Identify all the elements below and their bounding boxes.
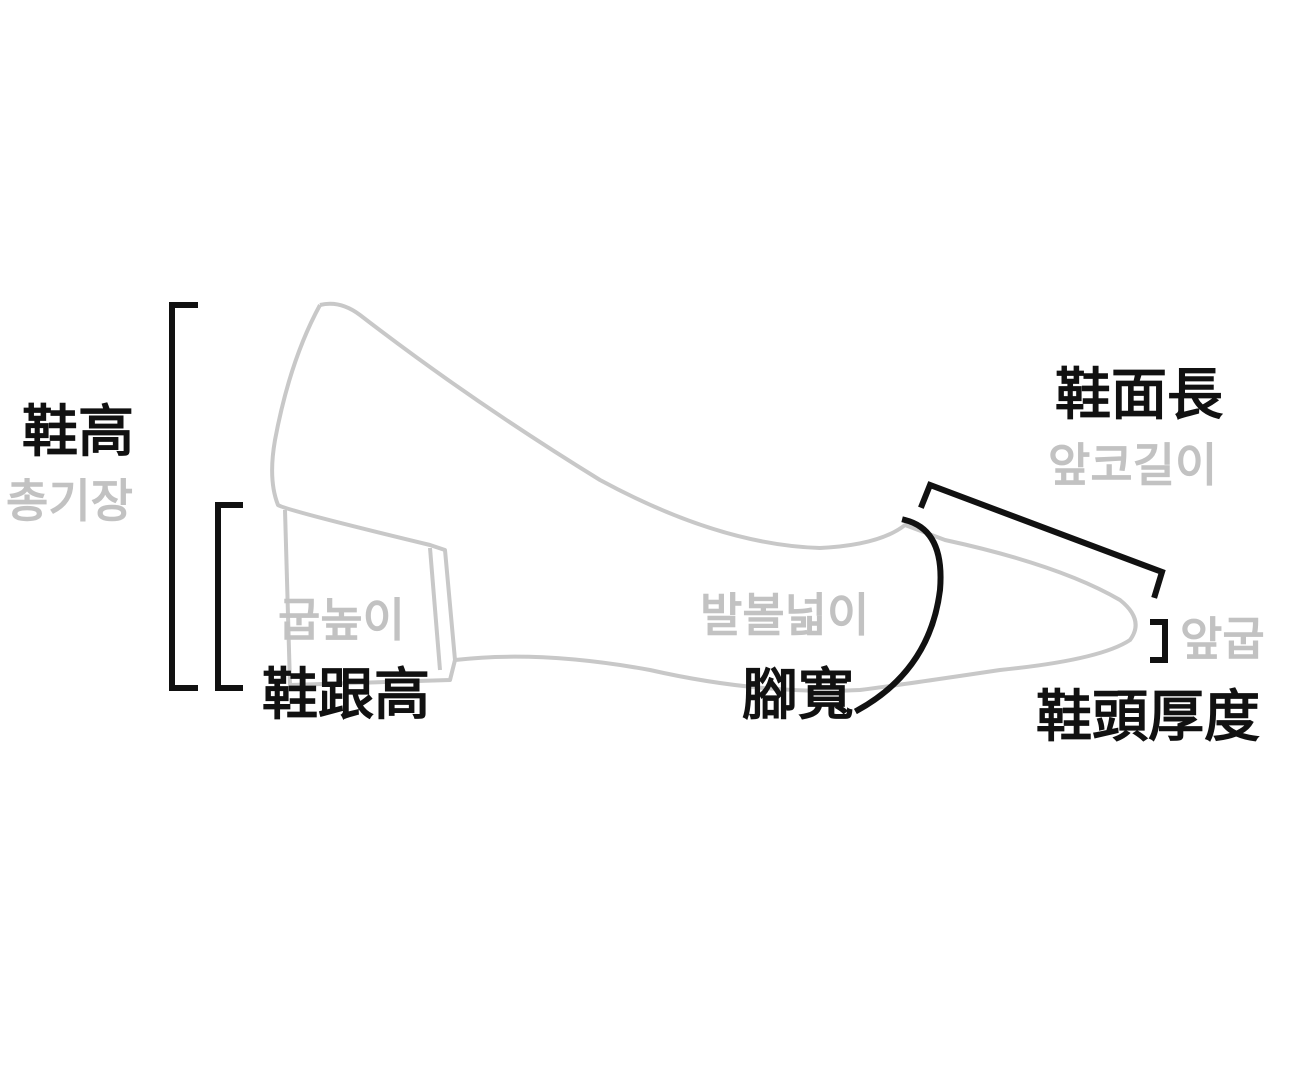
foot-width-arc (853, 516, 944, 715)
measure-markers (169, 302, 1168, 715)
toe-thickness-bracket (1150, 619, 1168, 663)
vamp-length-label: 鞋面長 (1055, 363, 1223, 428)
heel-height-bracket (215, 502, 243, 691)
heel-height-label-ko: 굽높이 (278, 593, 405, 647)
vamp-length-label-ko: 앞코길이 (1048, 438, 1218, 492)
foot-width-label-ko: 발볼넓이 (700, 588, 870, 642)
toe-thickness-label-ko: 앞굽 (1180, 612, 1265, 666)
foot-width-label: 腳寬 (742, 663, 854, 728)
heel-height-label: 鞋跟高 (262, 663, 430, 728)
toe-thickness-label: 鞋頭厚度 (1036, 685, 1260, 750)
shoe-outline (270, 301, 1138, 693)
total-height-label-ko: 총기장 (6, 474, 133, 528)
total-height-label: 鞋高 (22, 400, 134, 465)
total-height-bracket (169, 302, 198, 691)
vamp-length-bracket (918, 481, 1166, 599)
